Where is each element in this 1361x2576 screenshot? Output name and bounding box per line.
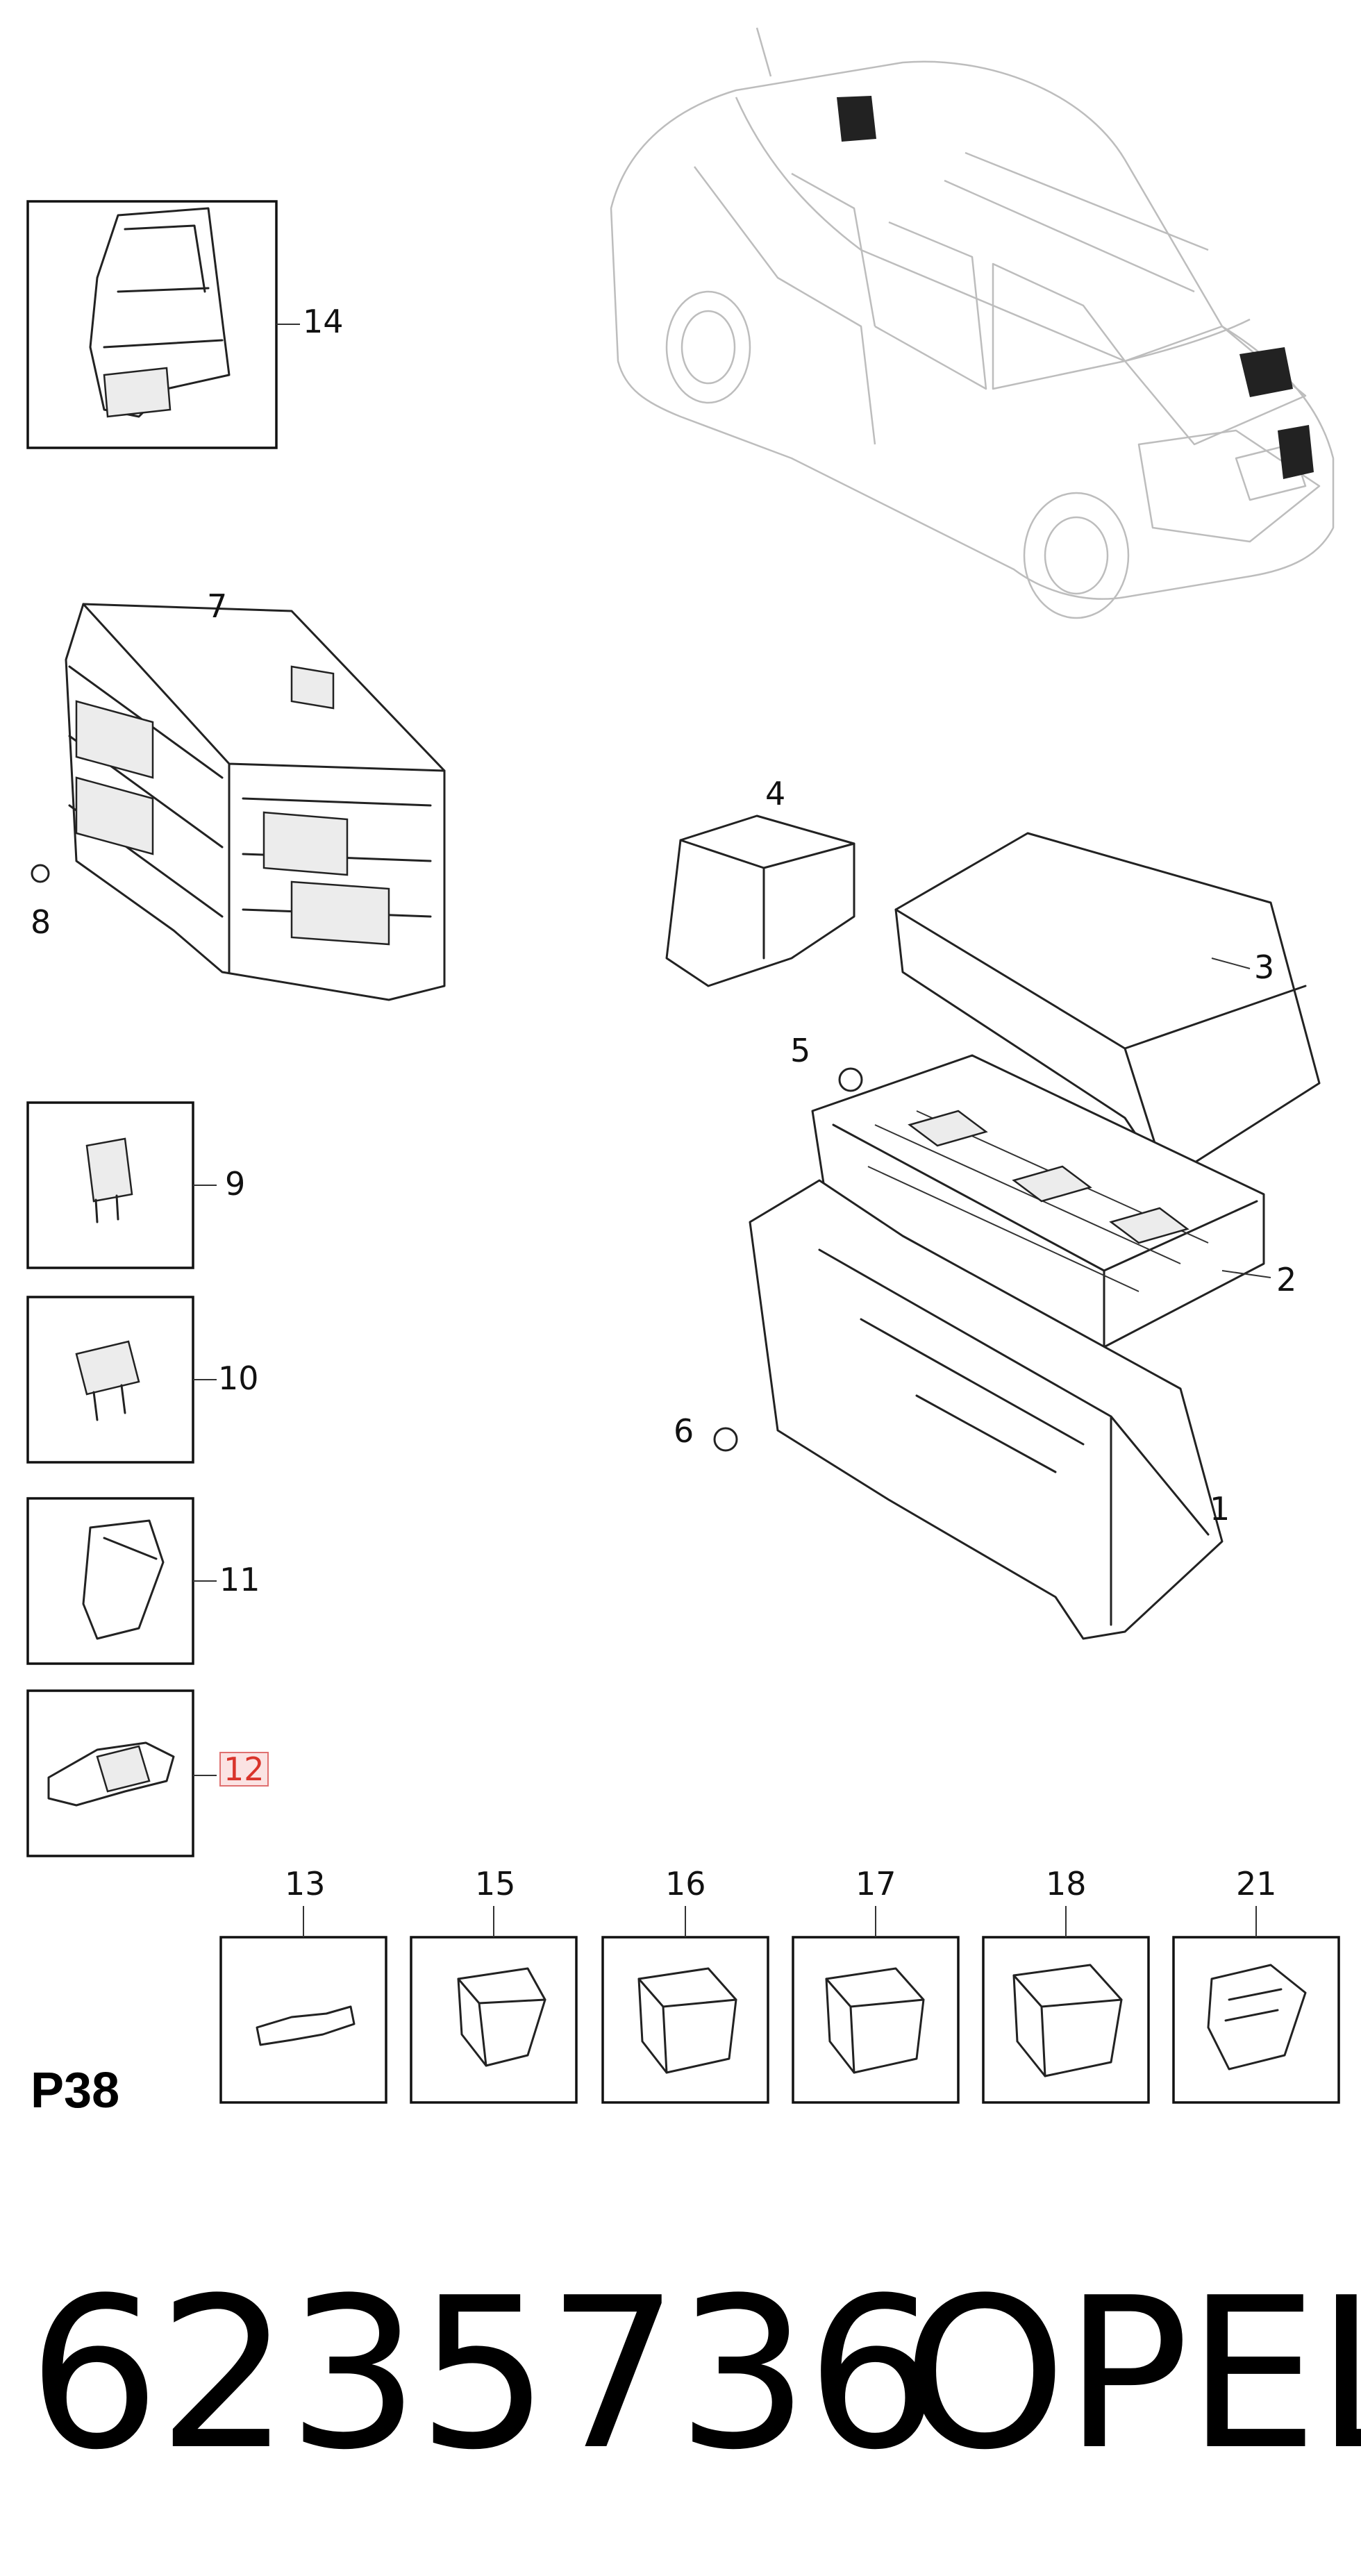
callout-9: 9 bbox=[225, 1165, 246, 1203]
brand-name: OPEL bbox=[903, 2253, 1361, 2495]
part-number: 6235736 bbox=[28, 2253, 939, 2495]
callout-8: 8 bbox=[31, 903, 51, 941]
part-13-link bbox=[219, 1906, 387, 2104]
part-17-relay bbox=[792, 1906, 960, 2104]
callout-3: 3 bbox=[1254, 948, 1275, 986]
callout-17: 17 bbox=[855, 1865, 896, 1902]
callout-2: 2 bbox=[1276, 1261, 1297, 1298]
callout-21: 21 bbox=[1236, 1865, 1277, 1902]
callout-11: 11 bbox=[219, 1561, 260, 1598]
callout-7: 7 bbox=[207, 587, 228, 625]
callout-16: 16 bbox=[665, 1865, 706, 1902]
callout-18: 18 bbox=[1046, 1865, 1087, 1902]
part-18-relay bbox=[982, 1906, 1150, 2104]
part-11-maxi-fuse bbox=[26, 1497, 217, 1665]
leader-lines bbox=[1211, 957, 1271, 1278]
page-code: P38 bbox=[31, 2063, 120, 2118]
callout-5: 5 bbox=[790, 1032, 811, 1069]
callout-6: 6 bbox=[674, 1412, 694, 1450]
callout-1: 1 bbox=[1210, 1490, 1230, 1528]
part-12-strip-fuse bbox=[26, 1689, 217, 1857]
part-16-relay bbox=[601, 1906, 769, 2104]
callout-14: 14 bbox=[303, 303, 344, 340]
callout-13: 13 bbox=[285, 1865, 326, 1902]
part-10-fuse bbox=[26, 1296, 217, 1464]
callout-10: 10 bbox=[218, 1360, 259, 1397]
part-9-mini-fuse bbox=[26, 1101, 217, 1269]
callout-4: 4 bbox=[765, 775, 786, 812]
callout-15: 15 bbox=[475, 1865, 516, 1902]
vehicle-outline bbox=[610, 27, 1335, 619]
part-21-fuse bbox=[1172, 1906, 1340, 2104]
fuse-box-assembly bbox=[665, 814, 1321, 1640]
callout-12-highlighted[interactable]: 12 bbox=[219, 1752, 269, 1787]
part-15-relay bbox=[410, 1906, 578, 2104]
part-14-clip bbox=[26, 200, 300, 449]
part-7-module bbox=[31, 603, 446, 1001]
